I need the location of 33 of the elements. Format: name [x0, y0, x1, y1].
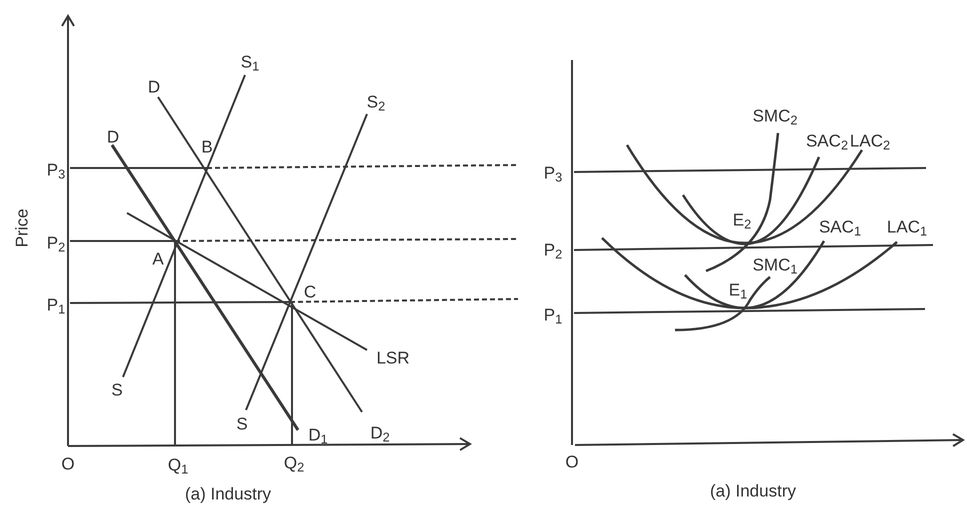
curve-label: SMC$_{1}$ [752, 256, 798, 274]
curve-label: D [148, 78, 160, 96]
tick-label: P$_{1}$ [544, 306, 562, 324]
point-label: E$_{1}$ [728, 282, 748, 298]
curve-label: SMC$_{2}$ [752, 108, 798, 124]
curve-label: LAC$_{1}$ [886, 218, 928, 236]
origin-label: O [61, 456, 75, 472]
point-label: E$_{2}$ [732, 212, 752, 228]
curve-label: LSR [376, 350, 410, 366]
panel-caption: (a) Industry [185, 486, 271, 502]
curve-label: LAC$_{2}$ [850, 132, 890, 150]
tick-label: Q$_{1}$ [168, 456, 188, 474]
point-label: C [304, 284, 316, 300]
curve-label: SAC$_{1}$ [818, 218, 862, 236]
point-label: A [152, 250, 164, 268]
point-label: B [201, 138, 213, 156]
curve-label: D$_{1}$ [308, 426, 328, 444]
origin-label: O [565, 454, 579, 470]
tick-label: P$_{3}$ [544, 164, 562, 182]
tick-label: P$_{2}$ [46, 234, 66, 252]
tick-label: P$_{3}$ [46, 162, 66, 178]
curve-label: S$_{1}$ [240, 54, 260, 70]
tick-label: P$_{2}$ [544, 242, 562, 258]
tick-label: P$_{1}$ [46, 296, 66, 314]
panel-caption: (a) Industry [710, 482, 796, 500]
curve-label: SAC$_{2}$ [806, 132, 848, 150]
axis-label: Price [14, 208, 30, 248]
curve-label: D$_{2}$ [370, 424, 390, 442]
curve-label: S [236, 416, 248, 432]
tick-label: Q$_{2}$ [284, 454, 304, 472]
curve-label: D [106, 128, 120, 146]
curve-label: S$_{2}$ [366, 94, 386, 110]
curve-label: S [111, 382, 123, 398]
